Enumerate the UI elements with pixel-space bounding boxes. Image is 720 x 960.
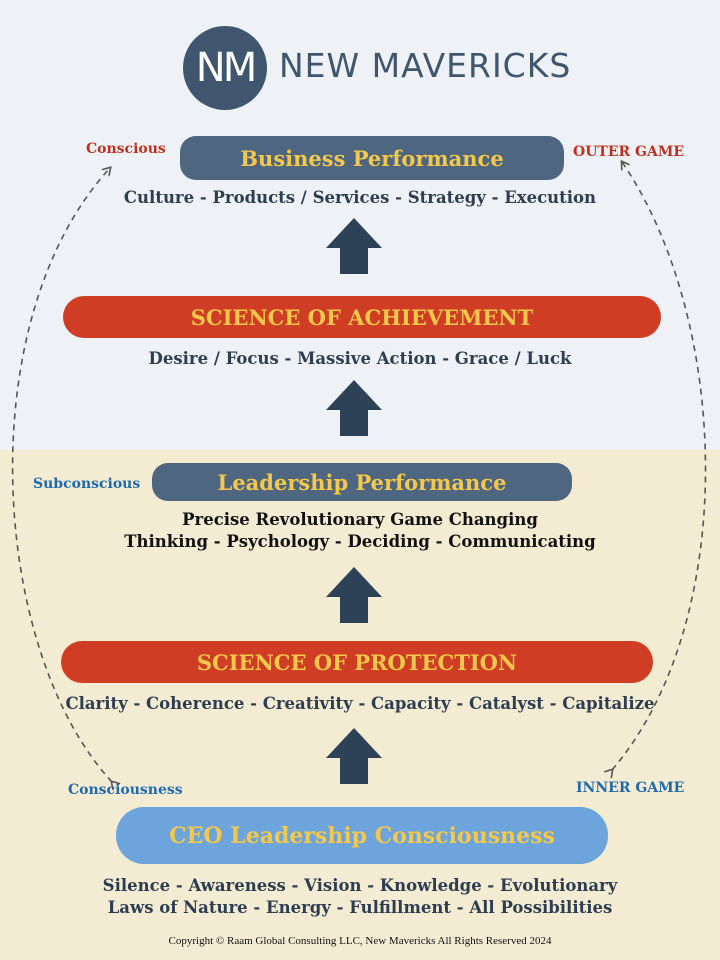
left-dashed-arrow [11, 168, 112, 782]
right-dashed-arrow [612, 162, 707, 770]
subconscious-label: Subconscious [33, 476, 141, 492]
outer-game-label: OUTER GAME [573, 144, 684, 160]
science-of-achievement-pill: SCIENCE OF ACHIEVEMENT [63, 296, 661, 338]
ceo-leadership-consciousness-pill: CEO Leadership Consciousness [116, 807, 608, 864]
new-mavericks-logo: NM NEW MAVERICKS [183, 26, 570, 110]
ceo-consciousness-detail-line-1: Silence - Awareness - Vision - Knowledge… [102, 876, 618, 895]
science-of-protection-detail: Clarity - Coherence - Creativity - Capac… [65, 694, 655, 713]
business-performance-detail: Culture - Products / Services - Strategy… [123, 188, 597, 207]
copyright-notice: Copyright © Raam Global Consulting LLC, … [168, 935, 552, 947]
inner-game-label: INNER GAME [576, 780, 685, 796]
science-of-protection-pill: SCIENCE OF PROTECTION [61, 641, 653, 683]
logo-monogram-circle: NM [183, 26, 267, 110]
leadership-performance-pill: Leadership Performance [152, 463, 572, 501]
leadership-performance-detail-line-1: Precise Revolutionary Game Changing [182, 510, 538, 529]
up-arrow-icon [326, 380, 382, 436]
consciousness-label: Consciousness [68, 782, 183, 798]
conscious-label: Conscious [86, 141, 166, 157]
leadership-performance-detail-line-2: Thinking - Psychology - Deciding - Commu… [124, 532, 596, 551]
logo-wordmark: NEW MAVERICKS [279, 46, 572, 85]
up-arrow-icon [326, 567, 382, 623]
logo-monogram: NM [195, 45, 257, 91]
business-performance-pill: Business Performance [180, 136, 564, 180]
ceo-consciousness-detail-line-2: Laws of Nature - Energy - Fulfillment - … [107, 898, 613, 917]
up-arrow-icon [326, 728, 382, 784]
up-arrow-icon [326, 218, 382, 274]
science-of-achievement-detail: Desire / Focus - Massive Action - Grace … [148, 349, 572, 368]
